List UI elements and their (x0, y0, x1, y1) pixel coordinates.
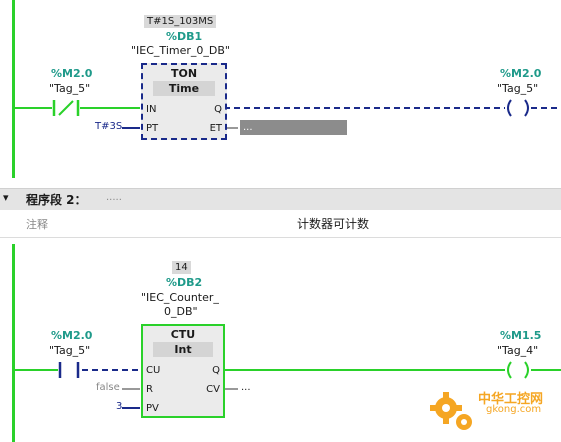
coil-address: %M2.0 (500, 67, 542, 80)
et-value: ... (243, 122, 253, 133)
contact-tag: "Tag_5" (49, 82, 91, 95)
timer-db-name: "IEC_Timer_0_DB" (131, 44, 230, 57)
block-data-type[interactable]: Int (153, 342, 213, 357)
coil-icon[interactable] (503, 360, 533, 380)
watermark-logo: 中华工控网 gkong.com (426, 380, 558, 440)
counter-instance-value: 14 (172, 261, 191, 274)
pin-q: Q (214, 104, 222, 115)
network-title-bar[interactable]: ▾ 程序段 2： ..... (0, 188, 561, 210)
comment-text: 计数器可计数 (297, 217, 370, 231)
pt-value[interactable]: T#3S (95, 121, 123, 132)
watermark-text-cn: 中华工控网 (478, 392, 544, 407)
nc-contact-icon[interactable] (52, 98, 82, 118)
block-type: TON (170, 67, 198, 80)
coil-tag: "Tag_5" (497, 82, 539, 95)
gear-icon (430, 392, 472, 430)
left-power-rail (12, 244, 15, 442)
network-title: 程序段 2： (26, 193, 87, 207)
cv-value[interactable]: ... (241, 382, 251, 393)
pin-cu: CU (146, 365, 161, 376)
collapse-chevron-icon[interactable]: ▾ (3, 191, 9, 204)
coil-icon[interactable] (503, 98, 533, 118)
coil-address: %M1.5 (500, 329, 542, 342)
coil-tag: "Tag_4" (497, 344, 539, 357)
network-title-suffix: ..... (106, 192, 122, 203)
pin-in: IN (146, 104, 157, 115)
block-type: CTU (170, 328, 196, 341)
pin-pv: PV (146, 403, 159, 414)
contact-address: %M2.0 (51, 329, 93, 342)
watermark-text-url: gkong.com (486, 404, 542, 415)
contact-address: %M2.0 (51, 67, 93, 80)
et-output-field[interactable]: ... (240, 120, 347, 135)
pin-et: ET (209, 123, 222, 134)
ton-timer-block[interactable]: TON Time IN PT Q ET (141, 63, 227, 140)
ctu-counter-block[interactable]: CTU Int CU R PV Q CV (141, 324, 225, 418)
counter-db-operand: %DB2 (166, 276, 203, 289)
comment-label: 注释 (26, 218, 48, 231)
pin-q: Q (212, 365, 220, 376)
r-value[interactable]: false (96, 382, 120, 393)
timer-db-operand: %DB1 (166, 30, 203, 43)
contact-tag: "Tag_5" (49, 344, 91, 357)
counter-db-name-cont: 0_DB" (164, 305, 198, 318)
no-contact-icon[interactable] (56, 360, 84, 380)
left-power-rail (12, 0, 15, 178)
pin-cv: CV (206, 384, 220, 395)
timer-instance-value: T#1S_103MS (144, 15, 217, 28)
pin-pt: PT (146, 123, 159, 134)
pv-value[interactable]: 3 (116, 401, 123, 412)
network-comment-row[interactable]: 注释 计数器可计数 (0, 210, 561, 238)
counter-db-name: "IEC_Counter_ (141, 291, 219, 304)
pin-r: R (146, 384, 153, 395)
block-data-type[interactable]: Time (153, 81, 215, 96)
